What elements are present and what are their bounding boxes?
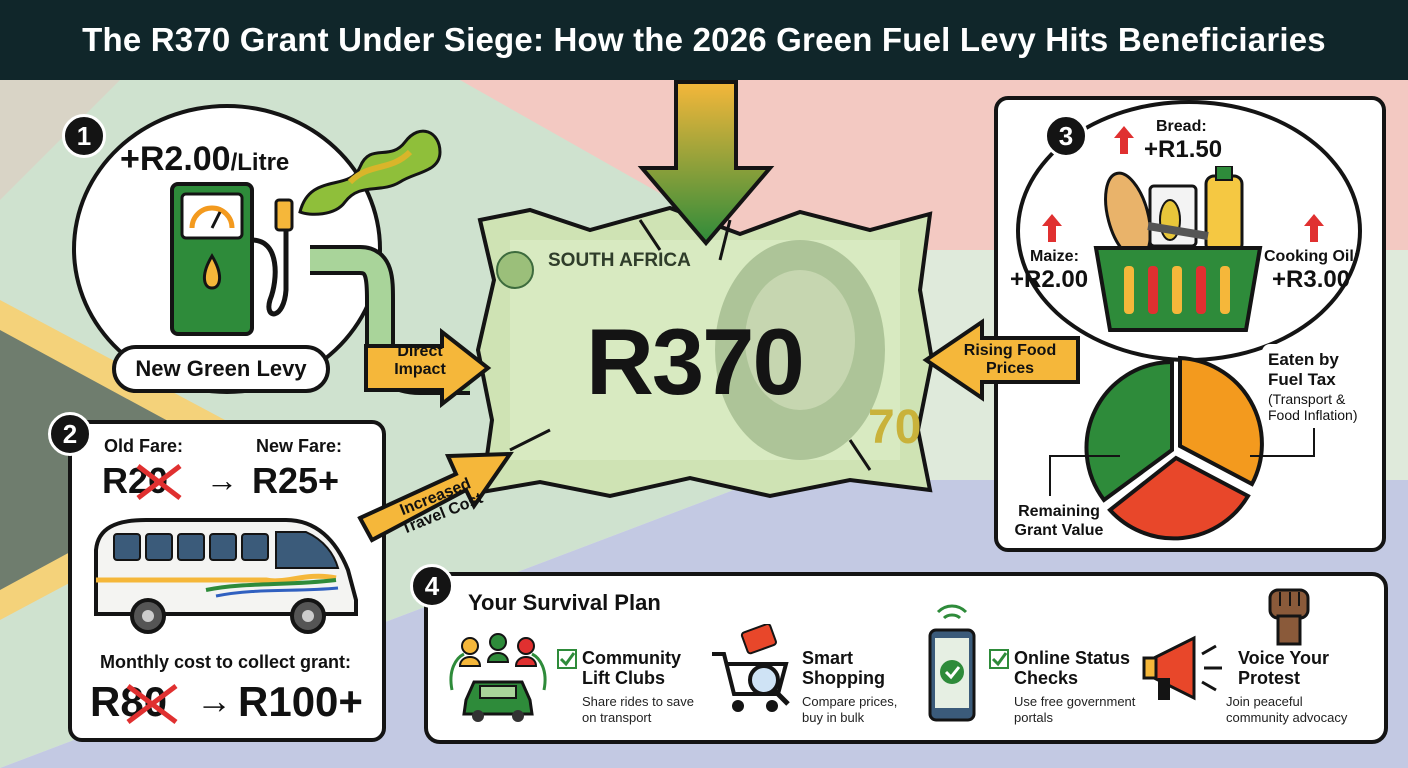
smart-shopping-desc: Compare prices, buy in bulk (802, 694, 898, 725)
survival-item-online-checks: Online Status Checks Use free government… (988, 648, 1138, 726)
food-prices-arrow (922, 318, 1080, 402)
checkbox-check-icon (557, 649, 577, 669)
monthly-arrow: → (196, 680, 232, 721)
smart-shopping-title: Smart Shopping (802, 648, 885, 688)
megaphone-icon (1142, 635, 1222, 701)
raised-fist-icon (1268, 588, 1310, 646)
travel-cost-arrow (357, 451, 514, 543)
fare-arrow: → (206, 462, 238, 498)
pie-eaten-box (1262, 344, 1380, 428)
levy-label: New Green Levy (112, 345, 330, 393)
maize-increase: +R2.00 (1010, 266, 1089, 293)
online-checks-desc: Use free government portals (1014, 694, 1136, 725)
carpool-icon (449, 633, 547, 722)
survival-item-lift-clubs: Community Lift Clubs Share rides to save… (556, 648, 706, 726)
pie-remaining-label: Remaining Grant Value (1014, 503, 1104, 539)
down-arrow-impact (637, 80, 775, 247)
survival-item-voice-protest: Voice Your Protest Join peaceful communi… (1226, 648, 1376, 726)
bread-increase: +R1.50 (1144, 136, 1223, 163)
voice-protest-title: Voice Your Protest (1238, 648, 1330, 688)
checkbox-check-icon (989, 649, 1009, 669)
up-arrow-icon (1042, 214, 1062, 242)
green-emission-plume-icon (298, 129, 442, 216)
levy-price: +R2.00/Litre (120, 140, 289, 179)
pie-slice-eaten-top (1178, 355, 1264, 487)
direct-impact-arrow (364, 328, 492, 408)
levy-price-unit: /Litre (230, 149, 290, 176)
old-monthly-value: R80 (90, 678, 178, 726)
section-1-badge: 1 (62, 114, 106, 158)
pie-eaten-desc: (Transport & Food Inflation) (1268, 391, 1358, 423)
banknote-amount: R370 (586, 309, 805, 414)
levy-price-value: +R2.00 (120, 140, 231, 178)
survival-heading: Your Survival Plan (468, 590, 661, 615)
monthly-cost-label: Monthly cost to collect grant: (100, 652, 352, 672)
section-4-survival-plan (424, 572, 1388, 744)
title-bar: The R370 Grant Under Siege: How the 2026… (0, 0, 1408, 80)
section-3-badge: 3 (1044, 114, 1088, 158)
up-arrow-icon (1114, 126, 1134, 154)
old-fare-label: Old Fare: (104, 436, 184, 456)
lift-clubs-desc: Share rides to save on transport (582, 694, 695, 725)
survival-item-smart-shopping: Smart Shopping Compare prices, buy in bu… (802, 648, 922, 726)
voice-protest-desc: Join peaceful community advocacy (1226, 694, 1348, 725)
banknote-r370 (475, 205, 935, 499)
section-4-badge: 4 (410, 564, 454, 608)
banknote-corner-value: 70 (868, 401, 922, 454)
banknote-country: SOUTH AFRICA (548, 250, 691, 271)
new-fare-label: New Fare: (256, 436, 343, 456)
pie-slice-remaining (1084, 359, 1174, 503)
strike-x-icon (126, 684, 178, 724)
new-monthly-value: R100+ (238, 678, 363, 725)
strike-x-icon (136, 464, 182, 500)
food-prices-label: Rising Food Prices (963, 342, 1057, 377)
cooking-oil-label: Cooking Oil: (1264, 248, 1360, 265)
lift-clubs-title: Community Lift Clubs (582, 648, 681, 688)
maize-label: Maize: (1030, 248, 1079, 265)
bread-label: Bread: (1156, 118, 1207, 135)
direct-impact-label: Direct Impact (394, 343, 446, 378)
old-fare-value: R20 (102, 460, 182, 502)
online-checks-title: Online Status Checks (1014, 648, 1131, 688)
pie-slice-eaten-bottom (1107, 455, 1251, 541)
fuel-pump-icon (170, 182, 294, 336)
pie-eaten-title: Eaten by Fuel Tax (1268, 350, 1339, 389)
smartphone-check-icon (928, 604, 976, 722)
shopping-cart-icon (712, 624, 790, 712)
grocery-basket-icon (1093, 166, 1263, 332)
cooking-oil-increase: +R3.00 (1272, 266, 1351, 293)
section-2-badge: 2 (48, 412, 92, 456)
grant-pie-chart (1084, 355, 1264, 541)
page-title: The R370 Grant Under Siege: How the 2026… (82, 21, 1326, 58)
minibus-taxi-icon (94, 518, 358, 634)
new-fare-value: R25+ (252, 460, 340, 501)
up-arrow-icon (1304, 214, 1324, 242)
